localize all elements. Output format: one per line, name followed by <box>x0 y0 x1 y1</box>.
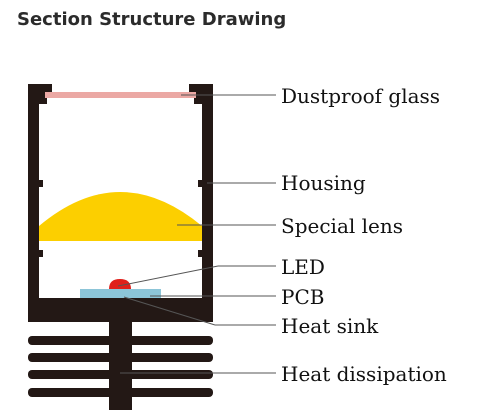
label-special-lens: Special lens <box>281 214 403 238</box>
housing-left-lip <box>28 84 52 92</box>
housing-notch-right-1 <box>198 180 202 187</box>
label-heat-sink: Heat sink <box>281 314 379 338</box>
leader-lines <box>117 94 276 374</box>
label-heat-dissipation: Heat dissipation <box>281 362 447 386</box>
heat-fin-2 <box>28 353 213 362</box>
label-housing: Housing <box>281 171 366 195</box>
housing-left-wall <box>28 84 39 300</box>
housing <box>28 84 213 410</box>
label-dustproof-glass: Dustproof glass <box>281 84 440 108</box>
label-led: LED <box>281 255 325 279</box>
housing-notch-left-2 <box>39 250 43 257</box>
heat-fin-1 <box>28 336 213 345</box>
glass-clip-left <box>39 92 47 104</box>
dustproof-glass <box>45 92 196 98</box>
heat-fin-4 <box>28 388 213 397</box>
glass-clip-right <box>194 92 202 104</box>
label-pcb: PCB <box>281 285 324 309</box>
diagram-title: Section Structure Drawing <box>17 9 287 30</box>
pcb <box>80 289 161 298</box>
leader-led <box>117 265 219 287</box>
special-lens <box>39 192 202 241</box>
housing-right-lip <box>189 84 213 92</box>
housing-notch-right-2 <box>198 250 202 257</box>
housing-base <box>28 298 213 322</box>
housing-right-wall <box>202 84 213 300</box>
housing-notch-left-1 <box>39 180 43 187</box>
leader-heat-sink <box>123 296 216 326</box>
heat-fin-3 <box>28 370 213 379</box>
led <box>109 279 131 289</box>
